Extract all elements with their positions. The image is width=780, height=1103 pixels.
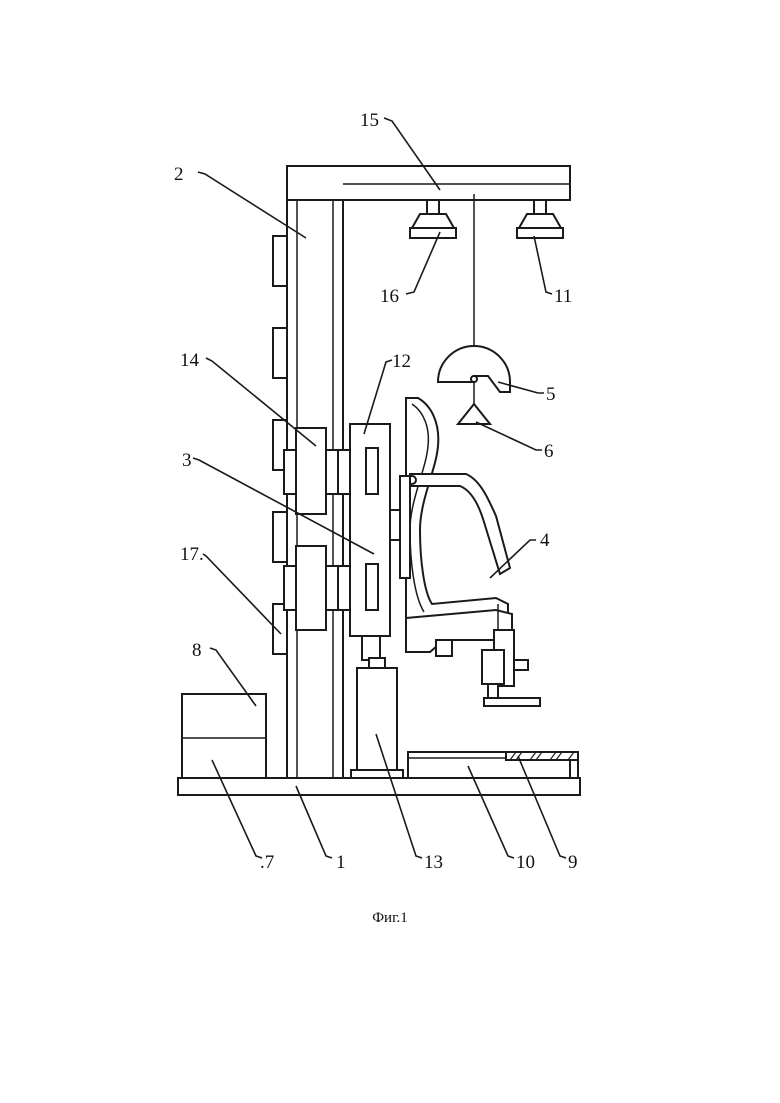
- label-13: 13: [424, 852, 443, 873]
- label-4: 4: [540, 530, 550, 551]
- lamp-left: [410, 200, 456, 238]
- control-cabinet: [182, 694, 266, 778]
- label-1: 1: [336, 852, 346, 873]
- lamp-right: [517, 200, 563, 238]
- top-beam: [287, 166, 570, 200]
- label-5: 5: [546, 384, 556, 405]
- label-12: 12: [392, 351, 411, 372]
- label-3: 3: [182, 450, 192, 471]
- label-9: 9: [568, 852, 578, 873]
- label-10: 10: [516, 852, 535, 873]
- lift-cylinder: [351, 658, 403, 778]
- seat-assembly: [400, 398, 540, 706]
- label-7: .7: [260, 852, 274, 873]
- label-17: 17.: [180, 544, 204, 565]
- label-8: 8: [192, 640, 202, 661]
- label-15: 15: [360, 110, 379, 131]
- label-14: 14: [180, 350, 200, 371]
- label-11: 11: [554, 286, 572, 307]
- label-6: 6: [544, 441, 554, 462]
- figure-caption: Фиг.1: [372, 910, 408, 926]
- carriage: [350, 424, 400, 660]
- label-16: 16: [380, 286, 399, 307]
- label-2: 2: [174, 164, 184, 185]
- base-plate: [178, 778, 580, 795]
